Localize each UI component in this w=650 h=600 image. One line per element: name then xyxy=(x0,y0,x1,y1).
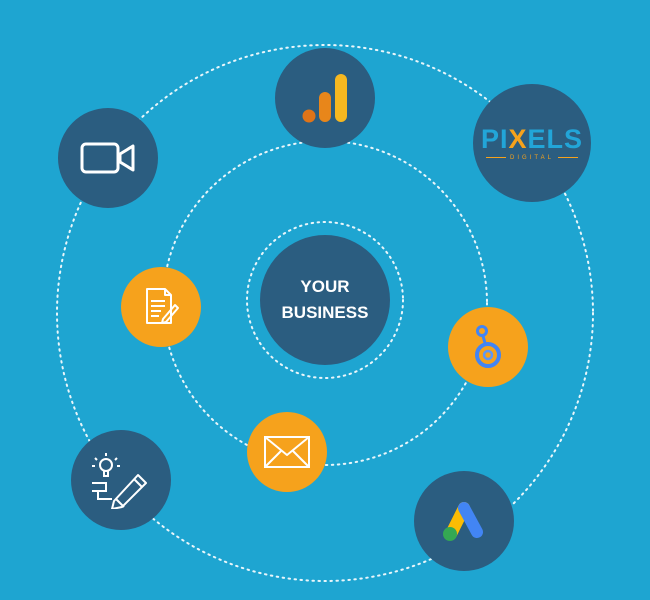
outer-orbit-ring xyxy=(56,44,594,582)
document-edit-icon xyxy=(146,288,179,324)
inner-orbit-ring xyxy=(246,221,404,379)
center-label-line1: YOUR xyxy=(300,277,350,296)
your-business-node: YOUR BUSINESS xyxy=(260,235,390,365)
video-camera-icon xyxy=(80,142,135,174)
pixels-digital-logo: PIXELS DIGITAL xyxy=(481,125,583,162)
pixels-digital-logo-node: PIXELS DIGITAL xyxy=(473,84,591,202)
analytics-node xyxy=(275,48,375,148)
idea-pencil-icon xyxy=(92,453,147,509)
logo-word-left: PI xyxy=(480,123,509,154)
looker-studio-node xyxy=(448,307,528,387)
logo-wordmark: PIXELS xyxy=(481,125,583,153)
google-ads-icon xyxy=(443,502,483,541)
logo-subtitle: DIGITAL xyxy=(510,154,554,161)
logo-word-right: ELS xyxy=(527,123,584,154)
center-label: YOUR BUSINESS xyxy=(282,274,369,326)
logo-rule-right xyxy=(557,157,578,158)
logo-rule-left xyxy=(486,157,507,158)
looker-studio-icon xyxy=(475,325,501,368)
analytics-icon xyxy=(302,74,347,123)
email-icon xyxy=(264,436,310,468)
email-marketing-node xyxy=(247,412,327,492)
logo-word-x: X xyxy=(508,123,528,154)
center-label-line2: BUSINESS xyxy=(281,303,369,322)
google-ads-node xyxy=(414,471,514,571)
creative-strategy-node xyxy=(71,430,171,530)
video-node xyxy=(58,108,158,208)
logo-subtitle-row: DIGITAL xyxy=(486,154,578,162)
content-writing-node xyxy=(121,267,201,347)
